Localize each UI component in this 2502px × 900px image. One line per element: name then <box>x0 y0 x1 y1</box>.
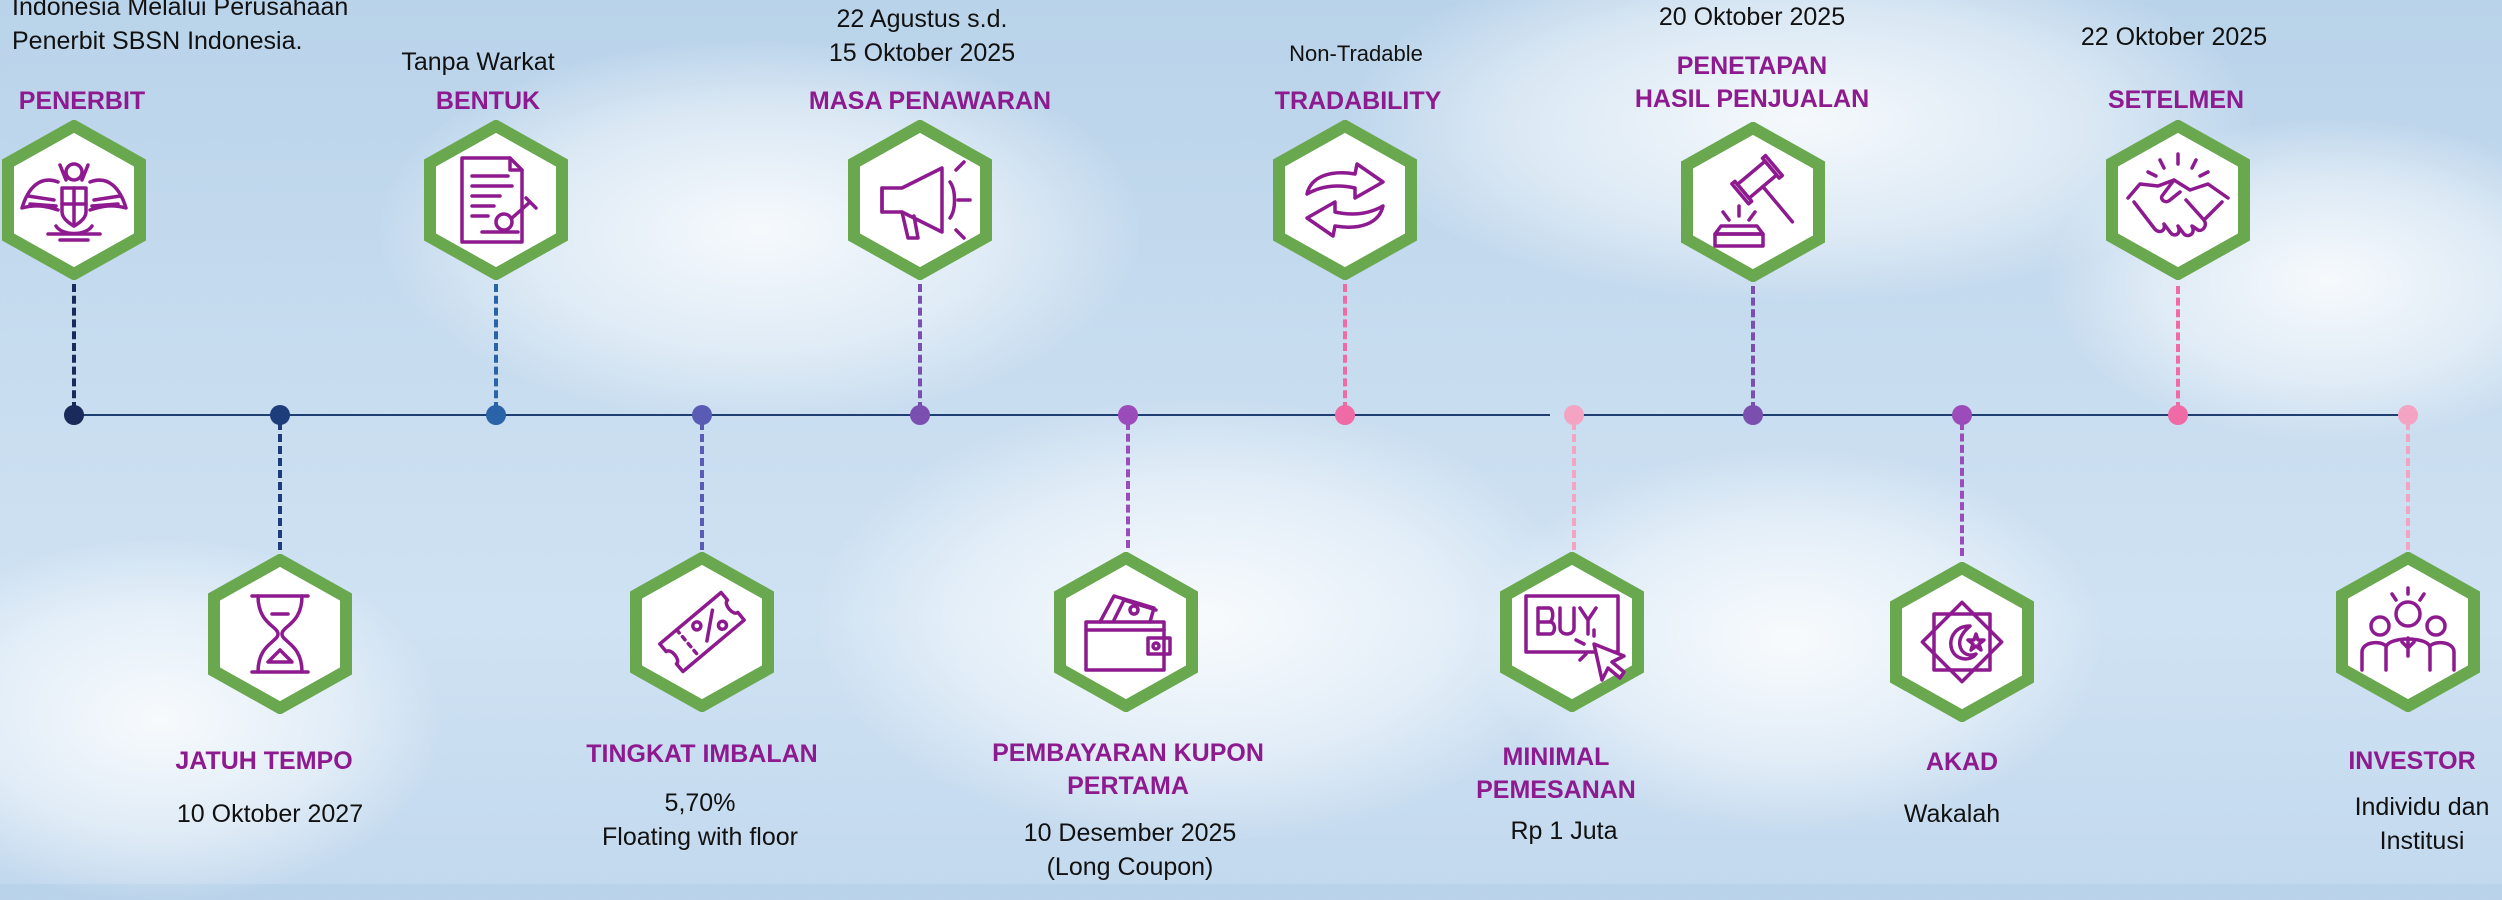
hourglass-icon <box>208 554 352 714</box>
minimal-pemesanan-connector <box>1572 422 1576 550</box>
cloud-decoration <box>820 400 1580 840</box>
islamic-ornament-icon <box>1890 562 2034 722</box>
garuda-emblem-icon <box>2 120 146 280</box>
jatuh-tempo-value: 10 Oktober 2027 <box>176 800 364 828</box>
exchange-arrows-icon <box>1273 120 1417 280</box>
penerbit-connector <box>72 284 76 410</box>
masa-penawaran-value: 22 Agustus s.d. 15 Oktober 2025 <box>828 5 1016 67</box>
bentuk-marker <box>486 405 506 425</box>
akad-connector <box>1960 422 1964 556</box>
minimal-pemesanan-title: MINIMAL PEMESANAN <box>1476 743 1636 804</box>
bentuk-hexagon <box>422 120 570 280</box>
setelmen-marker <box>2168 405 2188 425</box>
tradability-title: TRADABILITY <box>1274 87 1442 115</box>
tradability-hexagon <box>1271 120 1419 280</box>
bentuk-title: BENTUK <box>435 87 541 115</box>
setelmen-title: SETELMEN <box>2107 86 2245 114</box>
investor-marker <box>2398 405 2418 425</box>
timeline-axis <box>72 414 1550 416</box>
wallet-icon <box>1054 552 1198 712</box>
akad-marker <box>1952 405 1972 425</box>
penetapan-hexagon <box>1679 122 1827 282</box>
gavel-icon <box>1681 122 1825 282</box>
akad-value: Wakalah <box>1903 800 2001 828</box>
setelmen-value: 22 Oktober 2025 <box>2080 23 2268 51</box>
timeline-axis <box>1570 414 2410 416</box>
masa-penawaran-title: MASA PENAWARAN <box>808 87 1052 115</box>
masa-penawaran-hexagon <box>846 120 994 280</box>
penetapan-marker <box>1743 405 1763 425</box>
pembayaran-kupon-value: 10 Desember 2025 (Long Coupon) <box>1023 819 1237 881</box>
masa-penawaran-connector <box>918 284 922 410</box>
tingkat-imbalan-marker <box>692 405 712 425</box>
tingkat-imbalan-hexagon <box>628 552 776 712</box>
document-stamp-icon <box>424 120 568 280</box>
penetapan-value: 20 Oktober 2025 <box>1658 3 1846 31</box>
percent-ticket-icon <box>630 552 774 712</box>
jatuh-tempo-title: JATUH TEMPO <box>175 747 353 775</box>
tradability-value: Non-Tradable <box>1289 41 1423 66</box>
tradability-marker <box>1335 405 1355 425</box>
masa-penawaran-marker <box>910 405 930 425</box>
bentuk-value: Tanpa Warkat <box>401 48 555 76</box>
penetapan-connector <box>1751 286 1755 410</box>
akad-title: AKAD <box>1925 748 1999 776</box>
people-group-icon <box>2336 552 2480 712</box>
minimal-pemesanan-hexagon <box>1498 552 1646 712</box>
jatuh-tempo-hexagon <box>206 554 354 714</box>
penerbit-marker <box>64 405 84 425</box>
tingkat-imbalan-title: TINGKAT IMBALAN <box>586 740 818 768</box>
bentuk-connector <box>494 284 498 410</box>
investor-title: INVESTOR <box>2348 747 2476 775</box>
tingkat-imbalan-connector <box>700 422 704 550</box>
penerbit-title: PENERBIT <box>18 87 146 115</box>
pembayaran-kupon-connector <box>1126 422 1130 548</box>
pembayaran-kupon-title: PEMBAYARAN KUPON PERTAMA <box>992 739 1264 800</box>
akad-hexagon <box>1888 562 2036 722</box>
penerbit-value: Indonesia Melalui Perusahaan Penerbit SB… <box>12 0 349 55</box>
jatuh-tempo-connector <box>278 422 282 550</box>
handshake-icon <box>2106 120 2250 280</box>
penerbit-hexagon <box>0 120 148 280</box>
setelmen-hexagon <box>2104 120 2252 280</box>
megaphone-icon <box>848 120 992 280</box>
pembayaran-kupon-marker <box>1118 405 1138 425</box>
setelmen-connector <box>2176 286 2180 410</box>
tradability-connector <box>1343 284 1347 410</box>
investor-value: Individu dan Institusi <box>2354 793 2490 855</box>
penetapan-title: PENETAPAN HASIL PENJUALAN <box>1634 52 1870 113</box>
investor-hexagon <box>2334 552 2482 712</box>
jatuh-tempo-marker <box>270 405 290 425</box>
minimal-pemesanan-value: Rp 1 Juta <box>1510 817 1618 845</box>
minimal-pemesanan-marker <box>1564 405 1584 425</box>
buy-click-icon <box>1500 552 1644 712</box>
tingkat-imbalan-value: 5,70% Floating with floor <box>602 789 798 851</box>
investor-connector <box>2406 422 2410 550</box>
pembayaran-kupon-hexagon <box>1052 552 1200 712</box>
